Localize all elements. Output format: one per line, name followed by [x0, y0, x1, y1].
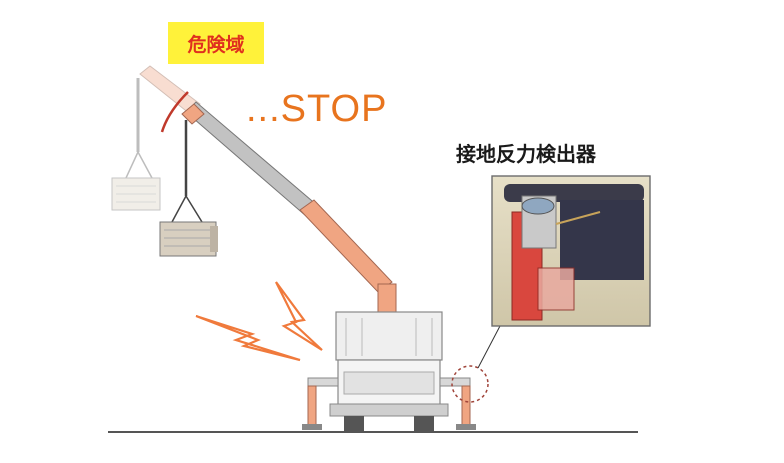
- detail-leader-line: [477, 325, 501, 369]
- danger-arc-icon: [160, 91, 189, 133]
- danger-zone-label: 危険域: [168, 22, 264, 64]
- detail-circle-icon: [451, 365, 489, 403]
- ghost-boom: [111, 65, 201, 211]
- sensor-inset: [491, 175, 651, 327]
- sensor-title: 接地反力検出器: [456, 142, 596, 166]
- suspended-load: [159, 221, 218, 257]
- stop-text: ...STOP: [246, 88, 388, 130]
- truck-body: [302, 311, 476, 432]
- lightning-bolt-icon: [195, 281, 323, 362]
